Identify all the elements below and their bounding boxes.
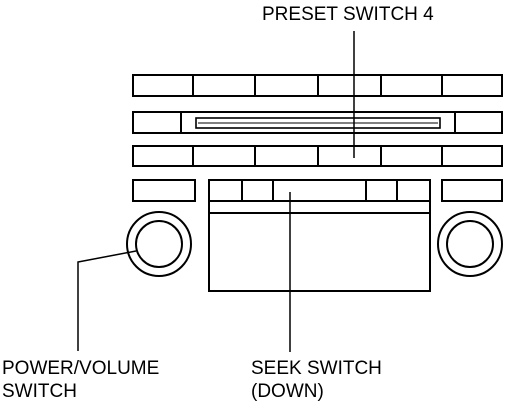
seek-switch-down-label: SEEK SWITCH (DOWN) [251, 357, 382, 403]
center-display [208, 179, 431, 292]
power-volume-text-line2: SWITCH [2, 381, 77, 402]
cd-slot [195, 117, 441, 129]
panel-button [454, 111, 503, 134]
cd-slot-row [132, 111, 503, 134]
tuning-knob [437, 211, 503, 277]
panel-button [192, 74, 256, 97]
panel-button [132, 74, 194, 97]
seek-switch [365, 179, 398, 202]
button-row-top [132, 74, 503, 97]
preset-switch-4 [317, 145, 382, 167]
knob-inner [135, 220, 183, 268]
seek-switch-text-line2: (DOWN) [251, 381, 324, 402]
preset-switch [192, 145, 256, 167]
power-volume-knob [126, 211, 192, 277]
knob-outer [126, 211, 192, 277]
panel-button [254, 74, 319, 97]
seek-switch-up [396, 179, 431, 202]
preset-switch-4-label: PRESET SWITCH 4 [262, 3, 434, 26]
panel-button [380, 74, 443, 97]
seek-switch [241, 179, 274, 202]
preset-switch [441, 145, 503, 167]
power-volume-text-line1: POWER/VOLUME [2, 358, 160, 379]
preset-switch [254, 145, 319, 167]
knob-outer [437, 211, 503, 277]
knob-inner [446, 220, 494, 268]
panel-button [317, 74, 382, 97]
preset-switch-row [132, 145, 503, 167]
preset-switch-4-text: PRESET SWITCH 4 [262, 4, 434, 25]
preset-switch [380, 145, 443, 167]
panel-button [132, 111, 182, 134]
seek-switch-text-line1: SEEK SWITCH [251, 358, 382, 379]
panel-button [441, 74, 503, 97]
seek-switch-down [208, 179, 243, 202]
panel-button-right [441, 179, 503, 202]
panel-button-left [132, 179, 196, 202]
preset-switch [132, 145, 194, 167]
power-volume-switch-label: POWER/VOLUME SWITCH [2, 357, 159, 403]
center-button [272, 179, 367, 202]
leader-power-volume [77, 250, 137, 351]
